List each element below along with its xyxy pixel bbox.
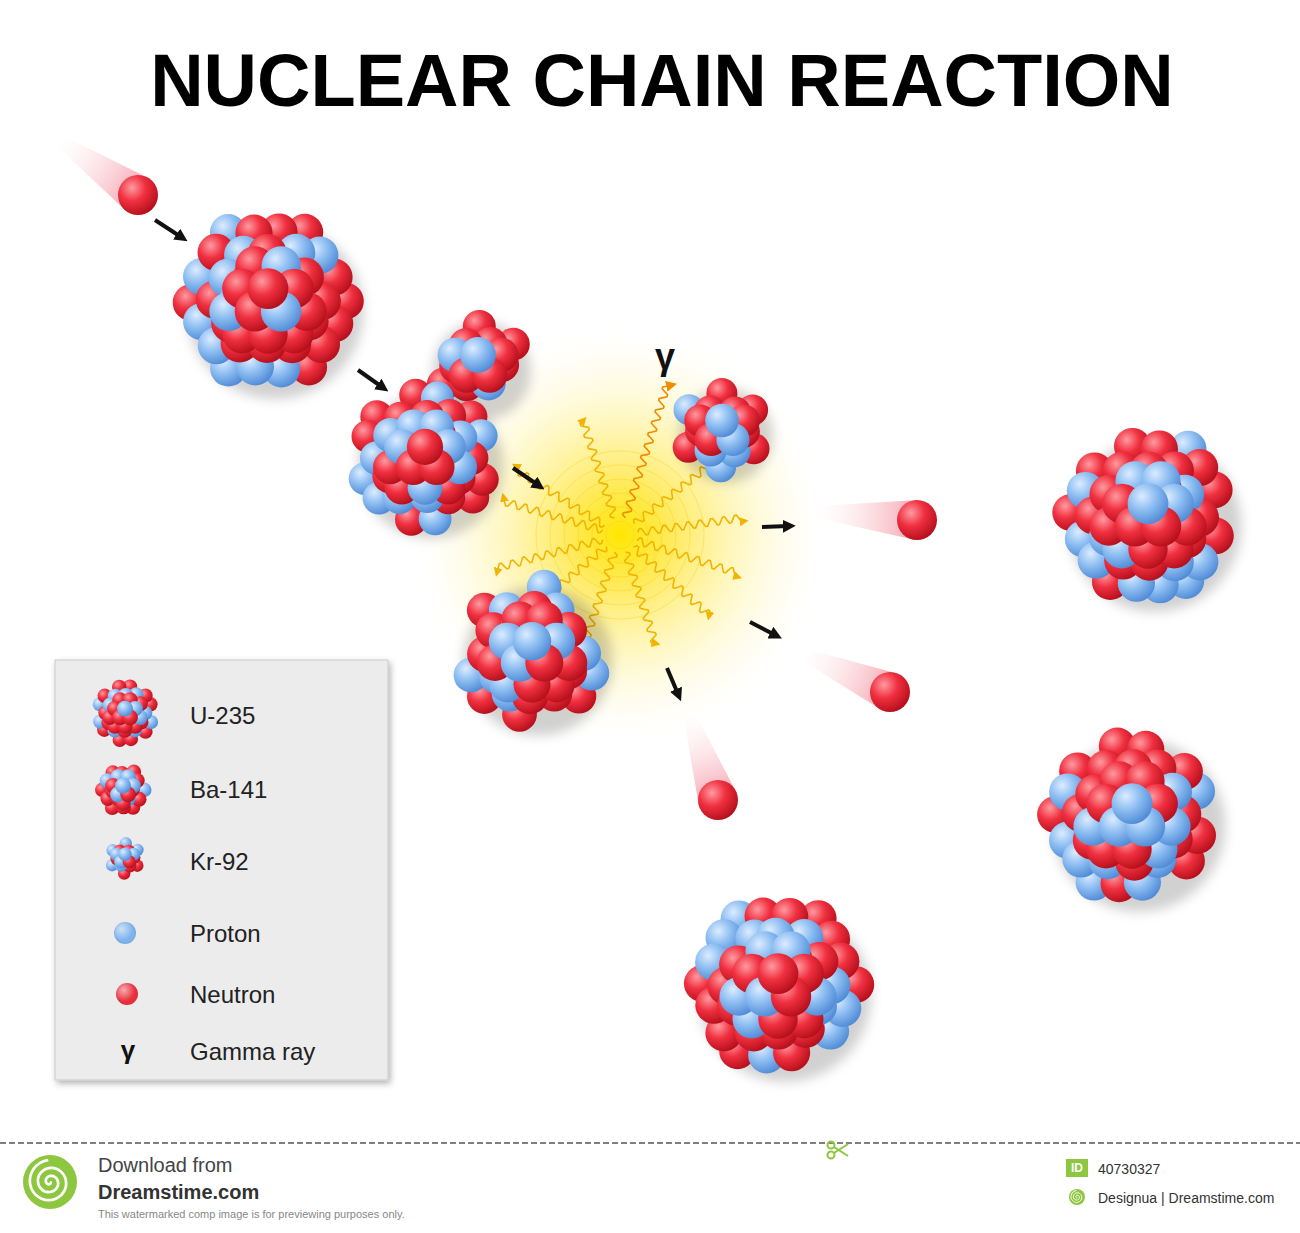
energy-wave [638, 515, 744, 535]
nucleus-shadow [358, 393, 503, 538]
legend-label: Kr-92 [190, 850, 249, 874]
splitting-nucleus-bottom [349, 379, 504, 539]
neutron-sphere [407, 429, 443, 465]
energy-wave [633, 546, 710, 616]
flash-ring [550, 465, 690, 605]
flash-ring [564, 479, 676, 591]
nucleus-shadow [699, 909, 871, 1081]
title: NUCLEAR CHAIN REACTION [150, 44, 1174, 118]
neutron-sphere [248, 268, 289, 309]
legend-swatch [114, 922, 136, 944]
gamma-symbol: γ [655, 339, 675, 375]
kr92-nucleus [673, 378, 773, 483]
energy-flash [415, 330, 825, 740]
u235-nucleus [173, 213, 364, 399]
logo-circle [23, 1155, 77, 1209]
motion-arrow [358, 370, 382, 387]
nucleus-shadow [464, 587, 613, 736]
flash-ring [592, 507, 648, 563]
gamma-ray-wave [623, 385, 671, 518]
logo-spiral [1071, 1191, 1082, 1203]
motion-arrows [155, 220, 788, 694]
energy-wave [637, 538, 737, 577]
legend-u235-icon [93, 679, 158, 747]
proton-sphere [460, 337, 496, 373]
legend-label: Gamma ray [190, 1040, 315, 1064]
legend-kr92-icon [106, 837, 144, 880]
motion-arrow [155, 220, 181, 237]
energy-wave [517, 466, 605, 527]
legend-ba141-icon [95, 765, 152, 816]
motion-arrow [667, 668, 678, 694]
author-credit: Designua | Dreamstime.com [1098, 1191, 1274, 1205]
scissors-icon [828, 1142, 849, 1159]
legend-label: Proton [190, 922, 261, 946]
nucleus-shadow [187, 223, 363, 399]
moving-neutron [801, 649, 911, 712]
logo-spiral [30, 1160, 66, 1200]
neutron-ball [698, 780, 738, 820]
moving-neutron [57, 136, 158, 215]
flash-ring [606, 521, 634, 549]
scissors-blade [834, 1144, 848, 1153]
small-logo [1069, 1189, 1085, 1205]
nucleus-shadow [1069, 439, 1241, 611]
neutron-ball [897, 500, 937, 540]
moving-neutron [817, 500, 937, 540]
scissors-ring [828, 1142, 835, 1149]
dreamstime-logo [23, 1155, 77, 1209]
legend-label: U-235 [190, 704, 255, 728]
watermark-text: Dreamstime.com [98, 1182, 259, 1202]
nucleus-shadow [1053, 739, 1225, 911]
legend-swatch [116, 983, 138, 1005]
target-u235-nucleus [1037, 728, 1225, 912]
target-u235-nucleus [1052, 428, 1241, 612]
motion-arrow [762, 526, 788, 527]
motion-arrow [513, 468, 538, 485]
proton-sphere [513, 622, 551, 660]
legend-panel [55, 660, 388, 1080]
neutron-ball [118, 175, 158, 215]
neutron-sphere [758, 953, 799, 994]
legend-gamma-symbol: γ [121, 1037, 135, 1063]
id-badge: ID [1066, 1159, 1088, 1177]
proton-sphere [117, 701, 133, 717]
proton-sphere [1128, 483, 1169, 524]
id-badge-text: ID [1071, 1162, 1083, 1174]
watermark-text: Download from [98, 1155, 233, 1175]
watermark-note: This watermarked comp image is for previ… [98, 1209, 405, 1220]
motion-arrow [750, 622, 775, 635]
legend-label: Ba-141 [190, 778, 267, 802]
proton-sphere [1112, 783, 1153, 824]
logo-circle [1069, 1189, 1085, 1205]
legend-label: Neutron [190, 983, 275, 1007]
proton-sphere [115, 778, 131, 794]
flash-glow [415, 330, 825, 740]
energy-wave [497, 538, 602, 571]
ba141-nucleus [454, 570, 613, 736]
scissors-ring [828, 1152, 835, 1159]
energy-wave [504, 498, 603, 533]
target-u235-nucleus [684, 898, 874, 1082]
neutron-ball [870, 672, 910, 712]
proton-sphere [118, 848, 131, 861]
moving-neutron [684, 713, 738, 820]
energy-wave [625, 552, 656, 643]
energy-wave [580, 421, 615, 518]
image-id: 40730327 [1098, 1162, 1160, 1176]
proton-sphere [705, 404, 739, 438]
cut-line [0, 1142, 1300, 1144]
